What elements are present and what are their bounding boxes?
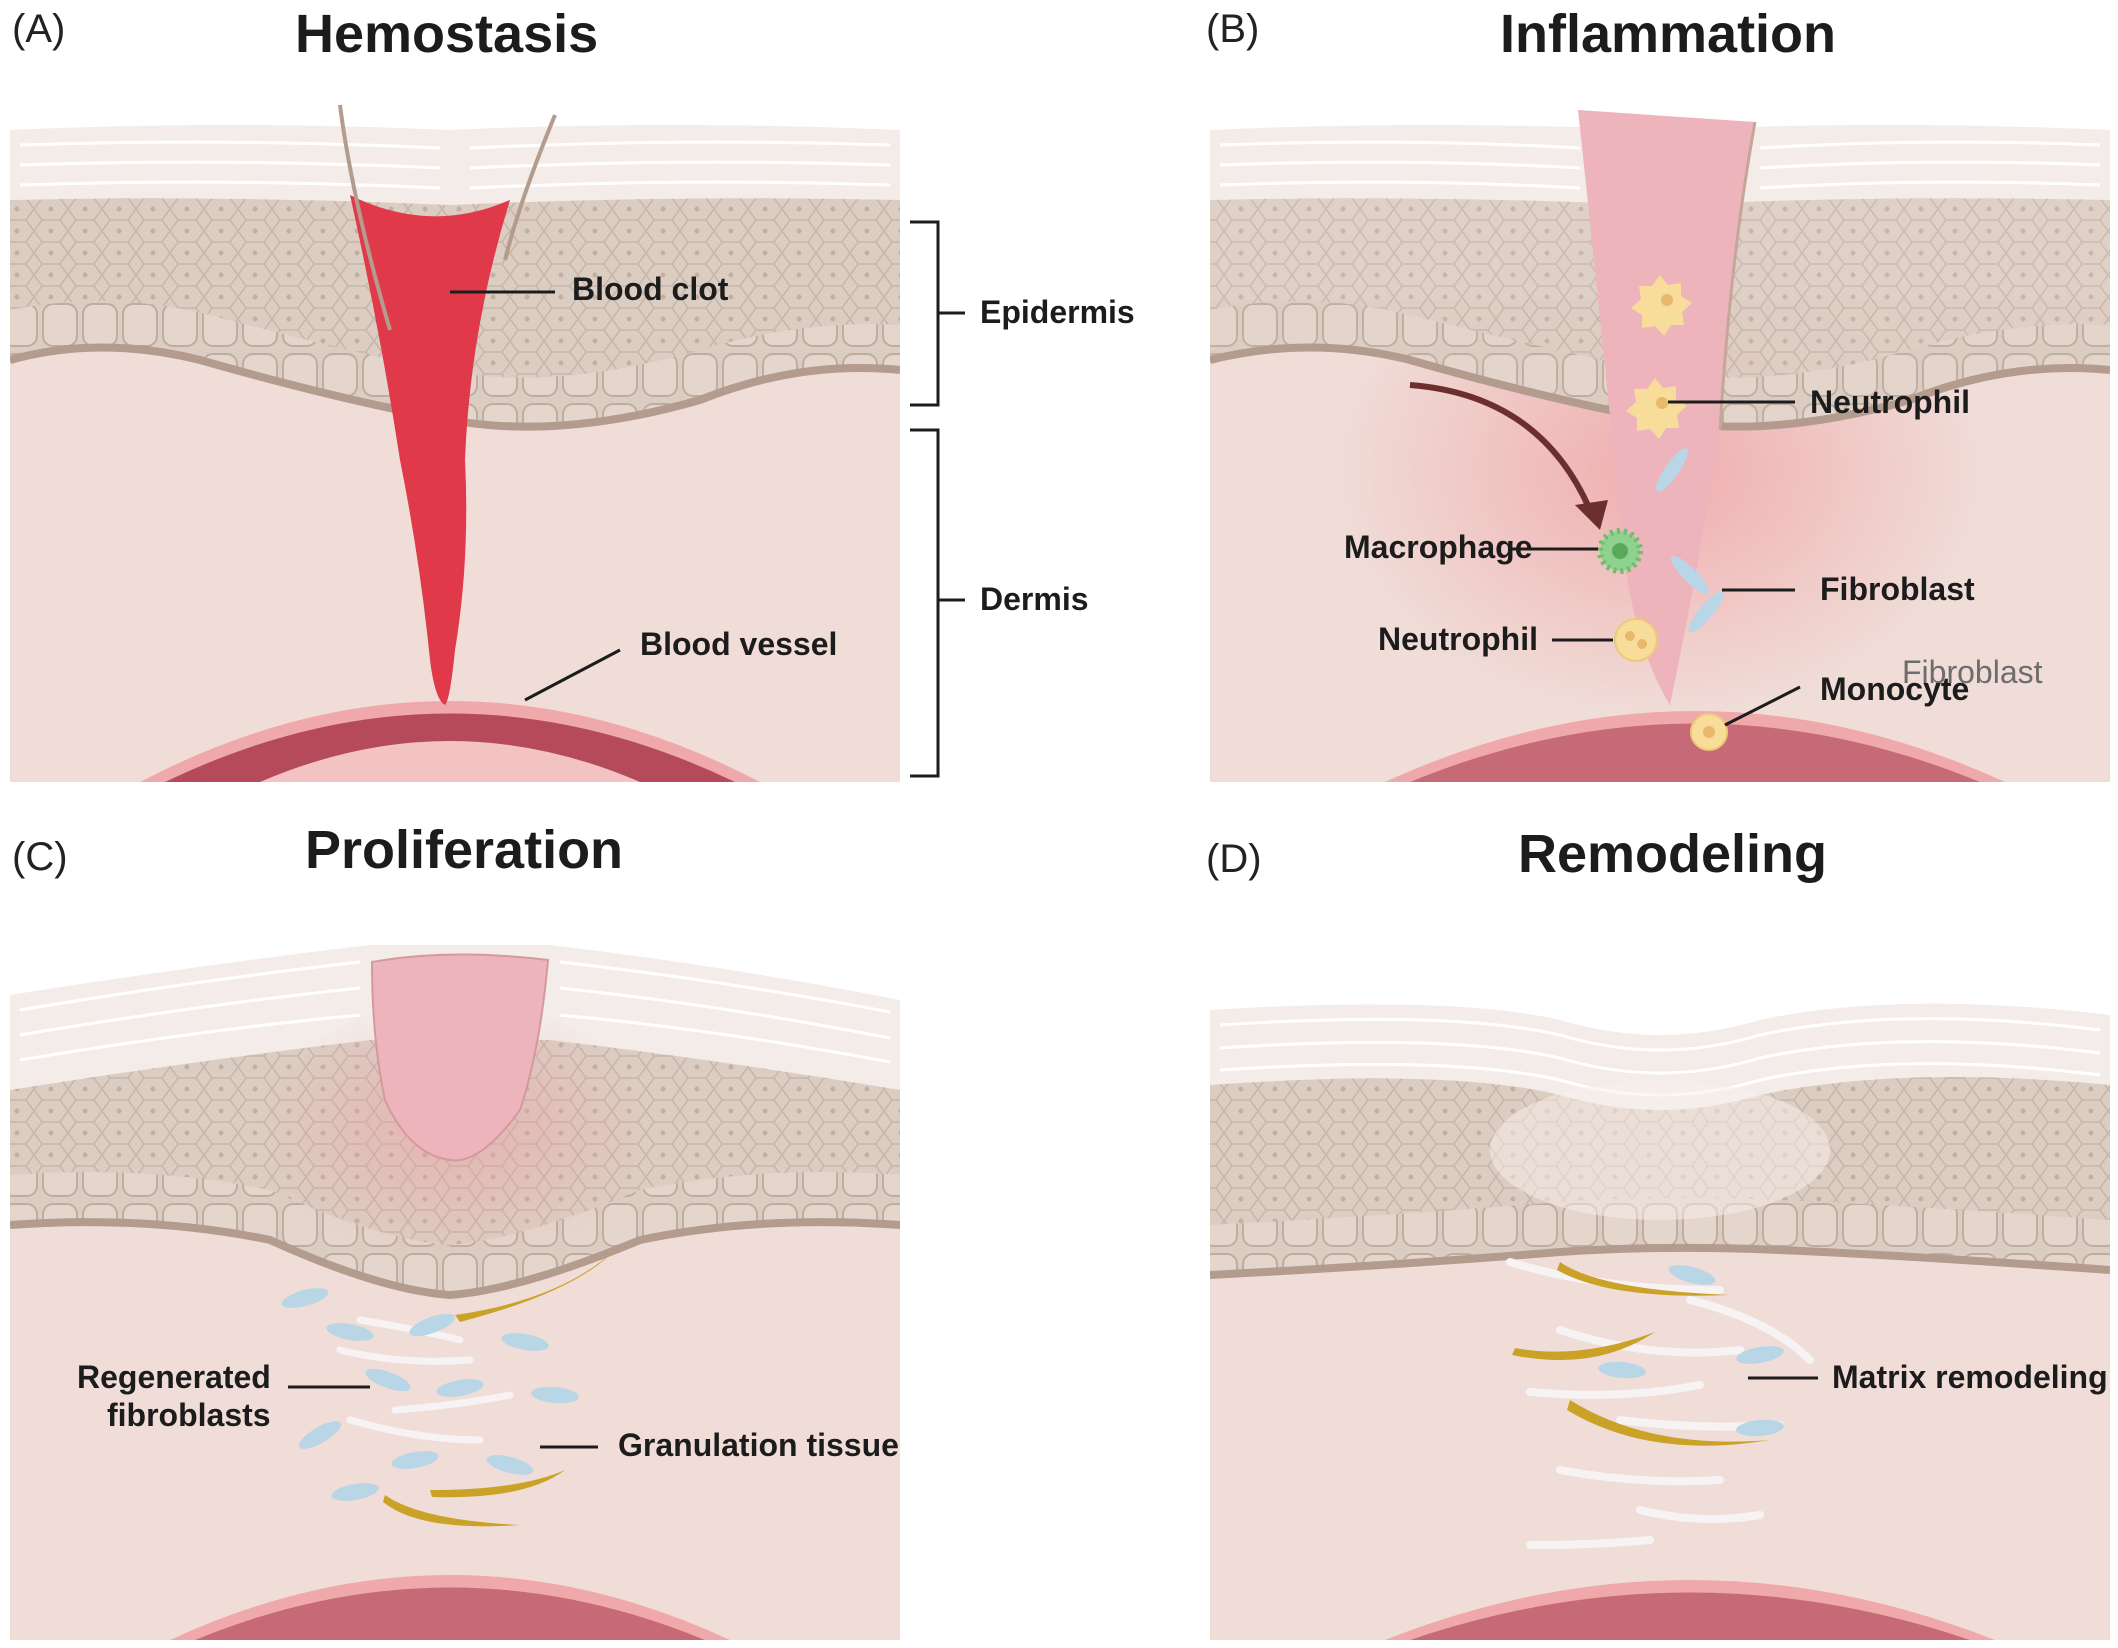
dermis-label: Dermis [980,581,1089,617]
macrophage-nucleus [1612,543,1628,559]
fibroblast-cell [1656,448,1688,492]
regenerated-label-line1: Regenerated [77,1359,271,1395]
panel-d-letter: (D) [1206,837,1262,881]
basal-layer [10,301,900,427]
macrophage-label: Macrophage [1344,529,1532,565]
fibroblast-label: Fibroblast [1820,571,1975,607]
fibroblast-cell [1688,591,1724,633]
neutrophil-cell-low [1614,618,1658,662]
migration-arrow [1409,382,1593,512]
wound-edge-left [338,104,392,331]
fibroblast-faint-label: Fibroblast [1902,654,2043,690]
regenerated-fibroblast-cells [281,1288,579,1501]
monocyte-nucleus [1703,726,1715,738]
neutrophil-lobe [1625,631,1635,641]
wound-scab [370,953,550,1162]
basal-layer [10,1172,900,1295]
collagen-fibers [383,1250,615,1527]
panel-d [1210,1003,2110,1640]
blood-vessel-leader [524,648,621,702]
dermis-bracket [910,428,940,778]
panel-b-letter: (B) [1206,7,1259,51]
regenerated-label-line2: fibroblasts [107,1397,271,1433]
wound-edge-right [503,114,557,261]
remodeled-fibroblast-cells [1598,1265,1784,1437]
panel-c-title: Proliferation [305,820,623,880]
panel-a-letter: (A) [12,7,65,51]
panel-d-title: Remodeling [1518,824,1827,884]
blood-clot [350,195,510,705]
stratum-corneum [10,125,900,205]
panel-a [10,104,900,782]
neutrophil-cell [1631,275,1692,336]
panel-b-title: Inflammation [1500,4,1836,64]
panel-c-letter: (C) [12,835,68,879]
monocyte-label: Monocyte [1820,671,1969,707]
stratum-corneum [1210,1003,2110,1110]
fibroblast-cell [1670,555,1710,595]
panel-c [10,945,900,1640]
stratum-lines [19,960,891,1064]
wound-edge-right [1718,121,1757,431]
matrix-remodeling-label: Matrix remodeling [1832,1359,2108,1395]
neutrophil-nucleus [1661,294,1673,306]
neutrophil-label-top: Neutrophil [1810,384,1970,420]
neutrophil-lobe [1637,639,1647,649]
basement-membrane [1210,1243,2110,1279]
basal-layer [1210,301,2110,427]
monocyte-leader [1724,685,1801,727]
blood-vessel-wall [195,1587,705,1640]
blood-vessel-lumen [260,741,640,782]
neutrophil-nucleus [1656,397,1668,409]
stratum-lines [19,140,891,190]
blood-clot-label: Blood clot [572,271,729,307]
basal-layer [1210,1197,2110,1275]
migration-arrowhead [1575,500,1608,530]
panel-a-title: Hemostasis [295,4,598,64]
basement-membrane [10,1218,900,1300]
remodeling-highlight [1490,1080,1830,1220]
epidermis-label: Epidermis [980,294,1135,330]
panel-b [1210,110,2110,782]
blood-vessel-wall [1410,723,1980,782]
remodeled-collagen-fibers [1512,1262,1770,1446]
neutrophil-cell [1626,378,1687,439]
neutrophil-label-low: Neutrophil [1378,621,1538,657]
blood-vessel-wall [1410,1592,1970,1640]
epidermis-bracket [910,220,940,407]
blood-vessel-label: Blood vessel [640,626,837,662]
stratum-lines [1219,140,2101,190]
granulation-tissue-label: Granulation tissue [618,1427,899,1463]
